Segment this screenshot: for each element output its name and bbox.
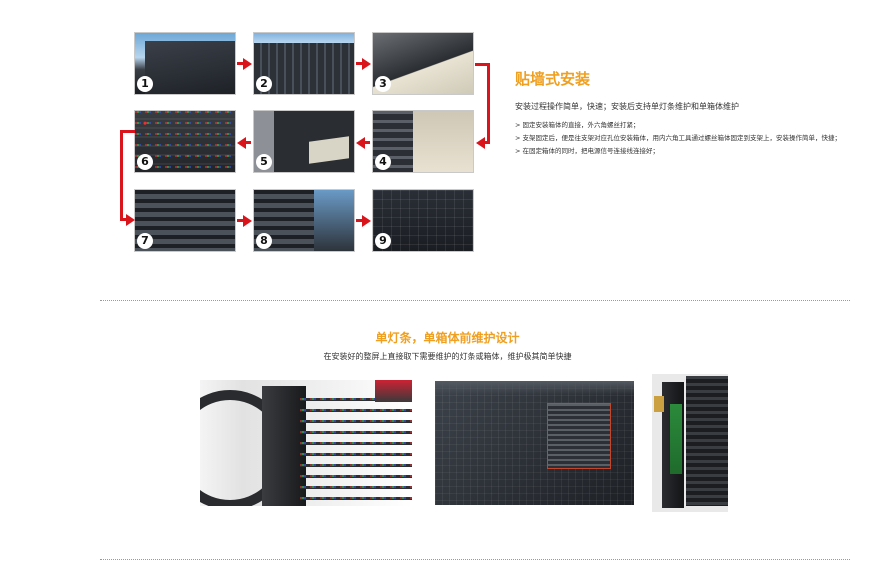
step-number-badge: 9 xyxy=(375,233,391,249)
maintenance-photo-facade-box xyxy=(435,381,634,505)
step-photo-2: 2 xyxy=(253,32,355,95)
step-photo-8: 8 xyxy=(253,189,355,252)
wall-mount-step-list: > 固定安装箱体的直接，外六角螺丝打紧； > 支架固定后，便是往支架对应孔位安装… xyxy=(515,119,841,158)
step-number-badge: 4 xyxy=(375,154,391,170)
maintenance-subtitle: 在安装好的整屏上直接取下需要维护的灯条或箱体，维护极其简单快捷 xyxy=(323,352,572,361)
section-divider xyxy=(100,559,850,560)
step-number-badge: 8 xyxy=(256,233,272,249)
step-photo-3: 3 xyxy=(372,32,474,95)
step-number-badge: 6 xyxy=(137,154,153,170)
maintenance-photo-open-box xyxy=(652,374,728,512)
section-divider xyxy=(100,300,850,301)
step-photo-4: 4 xyxy=(372,110,474,173)
list-item: > 固定安装箱体的直接，外六角螺丝打紧； xyxy=(515,121,640,129)
step-number-badge: 5 xyxy=(256,154,272,170)
step-number-badge: 3 xyxy=(375,76,391,92)
step-number-badge: 1 xyxy=(137,76,153,92)
step-photo-9: 9 xyxy=(372,189,474,252)
step-number-badge: 7 xyxy=(137,233,153,249)
section-title-wall-mount: 贴墙式安装 xyxy=(515,70,591,88)
step-photo-7: 7 xyxy=(134,189,236,252)
list-item: > 支架固定后，便是往支架对应孔位安装箱体，用内六角工具通过螺丝箱体固定到支架上… xyxy=(515,134,842,142)
wall-mount-intro: 安装过程操作简单，快速；安装后支持单灯条维护和单箱体维护 xyxy=(515,102,739,111)
step-photo-1: 1 xyxy=(134,32,236,95)
step-photo-6: 6 xyxy=(134,110,236,173)
list-item: > 在固定箱体的同时，把电源信号连接线连接好； xyxy=(515,147,660,155)
maintenance-photo-led-strips xyxy=(200,380,412,506)
step-photo-5: 5 xyxy=(253,110,355,173)
step-number-badge: 2 xyxy=(256,76,272,92)
section-title-maintenance: 单灯条，单箱体前维护设计 xyxy=(375,331,520,345)
